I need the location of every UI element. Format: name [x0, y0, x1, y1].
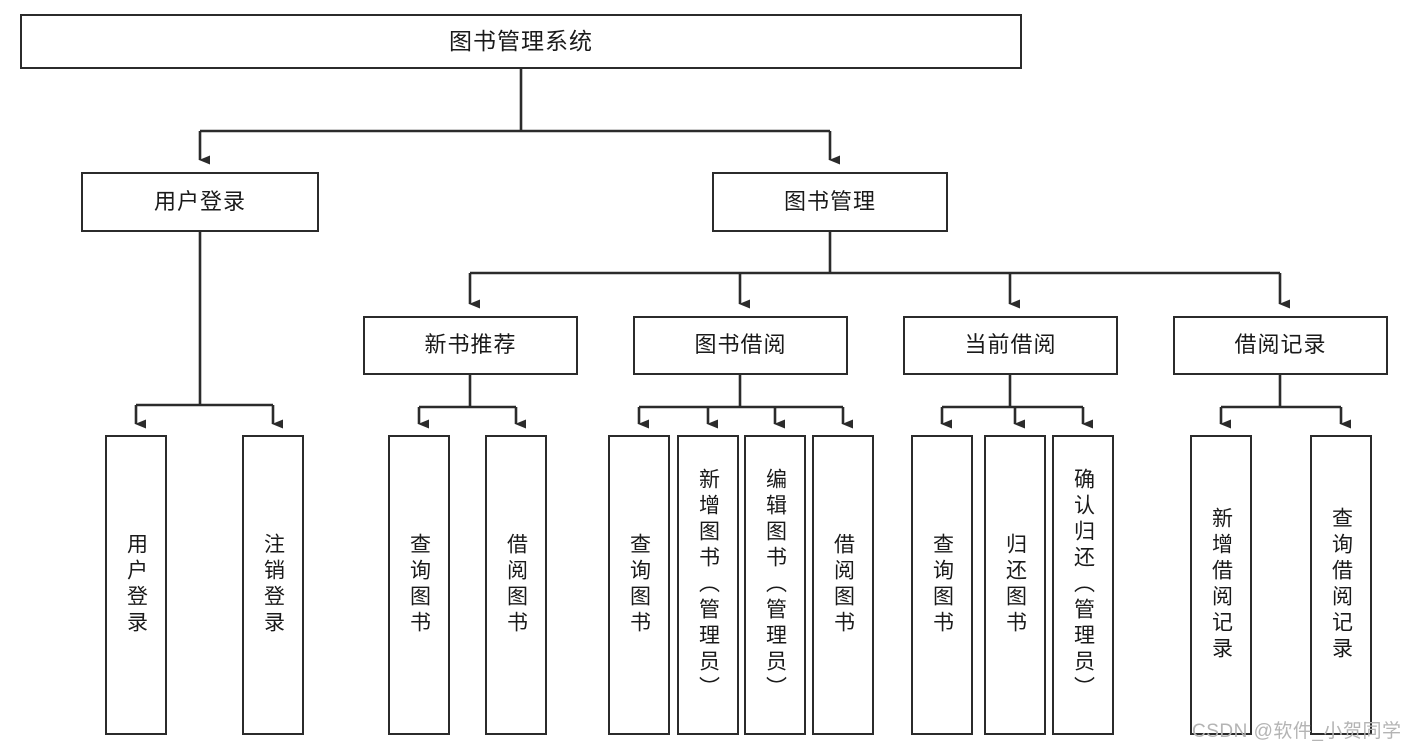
csdn-watermark: CSDN @软件_小贺同学 [1192, 721, 1402, 742]
node-borrow-records-label: 借阅记录 [1234, 332, 1327, 358]
node-book-borrow[interactable]: 图书借阅 [633, 316, 848, 375]
node-leaf-confirm-return-label: 确认归还（管理员） [1071, 468, 1095, 702]
node-leaf-logout[interactable]: 注销登录 [242, 435, 304, 735]
node-leaf-return-book[interactable]: 归还图书 [984, 435, 1046, 735]
node-leaf-borrow-book-b[interactable]: 借阅图书 [812, 435, 874, 735]
node-book-manage-label: 图书管理 [783, 188, 876, 214]
node-user-login[interactable]: 用户登录 [81, 172, 319, 232]
node-leaf-confirm-return[interactable]: 确认归还（管理员） [1052, 435, 1114, 735]
node-current-borrow-label: 当前借阅 [964, 332, 1057, 358]
node-leaf-edit-book-label: 编辑图书（管理员） [763, 468, 787, 702]
node-leaf-query-record[interactable]: 查询借阅记录 [1310, 435, 1372, 735]
node-new-book-recommend-label: 新书推荐 [424, 332, 517, 358]
node-user-login-label: 用户登录 [153, 188, 246, 214]
node-leaf-add-record[interactable]: 新增借阅记录 [1190, 435, 1252, 735]
node-leaf-query-book-c-label: 查询图书 [930, 533, 954, 637]
node-leaf-query-book-a-label: 查询图书 [407, 533, 431, 637]
node-current-borrow[interactable]: 当前借阅 [903, 316, 1118, 375]
node-root-label: 图书管理系统 [449, 27, 593, 54]
node-book-manage[interactable]: 图书管理 [712, 172, 948, 232]
node-leaf-return-book-label: 归还图书 [1003, 533, 1027, 637]
node-leaf-edit-book[interactable]: 编辑图书（管理员） [744, 435, 806, 735]
node-borrow-records[interactable]: 借阅记录 [1173, 316, 1388, 375]
node-leaf-borrow-book-b-label: 借阅图书 [831, 533, 855, 637]
node-leaf-query-book-a[interactable]: 查询图书 [388, 435, 450, 735]
node-leaf-logout-label: 注销登录 [261, 533, 285, 637]
node-leaf-query-book-b[interactable]: 查询图书 [608, 435, 670, 735]
node-root-book-management-system[interactable]: 图书管理系统 [20, 14, 1022, 69]
node-book-borrow-label: 图书借阅 [694, 332, 787, 358]
node-leaf-add-book-label: 新增图书（管理员） [696, 468, 720, 702]
node-leaf-user-login-label: 用户登录 [124, 533, 148, 637]
node-leaf-query-book-b-label: 查询图书 [627, 533, 651, 637]
node-leaf-query-book-c[interactable]: 查询图书 [911, 435, 973, 735]
node-leaf-borrow-book-a-label: 借阅图书 [504, 533, 528, 637]
node-leaf-query-record-label: 查询借阅记录 [1329, 507, 1353, 663]
node-leaf-user-login[interactable]: 用户登录 [105, 435, 167, 735]
node-new-book-recommend[interactable]: 新书推荐 [363, 316, 578, 375]
node-leaf-borrow-book-a[interactable]: 借阅图书 [485, 435, 547, 735]
node-leaf-add-book[interactable]: 新增图书（管理员） [677, 435, 739, 735]
node-leaf-add-record-label: 新增借阅记录 [1209, 507, 1233, 663]
